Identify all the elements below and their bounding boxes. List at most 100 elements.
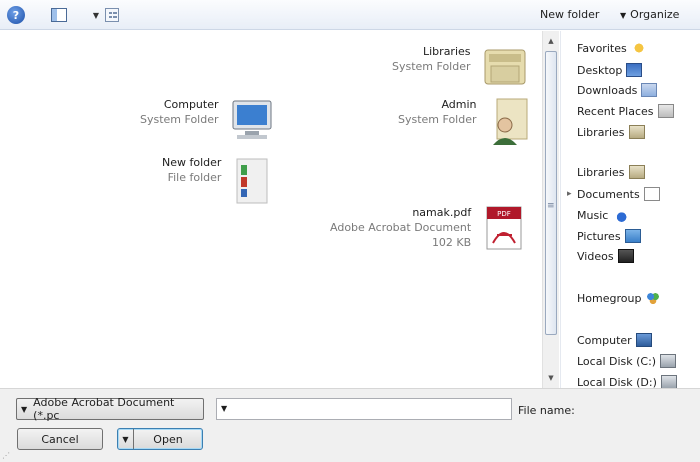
nav-label: Local Disk (C:)	[577, 354, 657, 368]
expand-icon[interactable]: ▸	[567, 189, 572, 199]
resize-grip-icon[interactable]: ⋰	[2, 451, 10, 460]
file-item-text: Libraries System Folder	[392, 44, 471, 74]
nav-homegroup[interactable]: Homegroup	[567, 289, 662, 307]
nav-label: Homegroup	[577, 291, 642, 305]
recent-places-icon	[657, 104, 674, 118]
file-item-type: System Folder	[398, 113, 477, 126]
open-label: Open	[153, 432, 183, 446]
chevron-down-icon: ▼	[21, 404, 28, 414]
downloads-icon	[641, 83, 658, 97]
pdf-icon: PDF	[486, 206, 522, 250]
file-item-text: Computer System Folder	[140, 97, 219, 127]
change-view-button[interactable]: ▼	[84, 5, 128, 25]
file-item-computer[interactable]: Computer System Folder	[140, 97, 277, 145]
open-dropdown-icon[interactable]: ▼	[118, 429, 134, 449]
file-item-size: 102 KB	[431, 236, 472, 249]
homegroup-icon	[645, 291, 662, 305]
star-icon	[630, 41, 647, 55]
file-name-input[interactable]: ▼	[216, 398, 512, 420]
disk-icon	[660, 375, 677, 389]
nav-label: Desktop	[577, 63, 623, 77]
nav-recent-places[interactable]: Recent Places	[567, 102, 674, 120]
file-item-type: System Folder	[392, 60, 471, 73]
nav-label: Downloads	[577, 83, 638, 97]
file-list: Libraries System Folder Computer System …	[0, 31, 540, 388]
nav-label: Local Disk (D:)	[577, 375, 657, 389]
chevron-down-icon: ▼	[92, 10, 100, 20]
documents-icon	[643, 187, 660, 201]
file-type-select[interactable]: ▼ Adobe Acrobat Document (*.pc	[16, 396, 204, 422]
videos-icon	[617, 249, 634, 263]
file-item-name: Admin	[441, 98, 477, 111]
toolbar: ? ▼ New folder ▼Organize	[0, 0, 700, 30]
computer-icon	[232, 100, 272, 139]
pictures-icon	[624, 229, 641, 243]
user-folder-icon	[492, 98, 528, 145]
file-item-name: New folder	[162, 156, 222, 169]
nav-label: Music	[577, 208, 609, 222]
file-item-type: Adobe Acrobat Document	[330, 221, 472, 234]
nav-libraries[interactable]: Libraries	[567, 163, 645, 181]
file-item-namak-pdf[interactable]: namak.pdf Adobe Acrobat Document 102 KB …	[330, 205, 525, 251]
nav-desktop[interactable]: Desktop	[567, 61, 643, 79]
nav-label: Computer	[577, 333, 632, 347]
nav-label: Favorites	[577, 41, 627, 55]
nav-label: Libraries	[577, 125, 625, 139]
nav-computer[interactable]: Computer	[567, 331, 652, 349]
new-folder-button[interactable]: New folder	[540, 8, 600, 21]
nav-pictures[interactable]: Pictures	[567, 227, 641, 245]
file-type-value: Adobe Acrobat Document (*.pc	[33, 396, 175, 422]
music-icon	[612, 208, 629, 222]
views-icon	[105, 8, 120, 22]
chevron-down-icon: ▼	[620, 11, 627, 20]
nav-local-disk-c[interactable]: Local Disk (C:)	[567, 352, 677, 370]
desktop-icon	[626, 63, 643, 77]
computer-icon	[635, 333, 652, 347]
file-item-libraries[interactable]: Libraries System Folder	[392, 44, 529, 92]
file-item-type: System Folder	[140, 113, 219, 126]
file-item-text: Admin System Folder	[398, 97, 477, 127]
nav-documents[interactable]: ▸ Documents	[567, 185, 660, 203]
file-item-text: New folder File folder	[162, 155, 221, 185]
open-button[interactable]: ▼ Open	[117, 428, 203, 450]
preview-pane-icon	[51, 8, 67, 22]
nav-downloads[interactable]: Downloads	[567, 81, 658, 99]
preview-pane-button[interactable]	[48, 5, 70, 25]
libraries-icon	[628, 125, 645, 139]
organize-label: Organize	[630, 8, 680, 21]
file-item-name: Libraries	[423, 45, 471, 58]
disk-icon	[660, 354, 677, 368]
vertical-scrollbar[interactable]: ▲ ≡ ▼	[542, 31, 559, 388]
svg-text:PDF: PDF	[497, 210, 511, 218]
scrollbar-thumb[interactable]	[545, 51, 557, 335]
file-item-name: namak.pdf	[412, 206, 472, 219]
nav-label: Pictures	[577, 229, 621, 243]
nav-music[interactable]: Music	[567, 206, 629, 224]
chevron-down-icon[interactable]: ▼	[221, 404, 228, 413]
nav-label: Videos	[577, 249, 614, 263]
navigation-pane: Favorites Desktop Downloads Recent Place…	[560, 31, 700, 389]
file-item-text: namak.pdf Adobe Acrobat Document 102 KB	[330, 205, 471, 250]
scroll-up-icon[interactable]: ▲	[548, 37, 554, 45]
file-item-type: File folder	[167, 171, 222, 184]
nav-label: Libraries	[577, 165, 625, 179]
libraries-icon	[628, 165, 645, 179]
nav-videos[interactable]: Videos	[567, 247, 634, 265]
libraries-folder-icon	[484, 49, 526, 85]
dialog-footer: File name: ▼ ▼ Adobe Acrobat Document (*…	[0, 388, 700, 462]
scroll-down-icon[interactable]: ▼	[548, 374, 554, 382]
file-item-new-folder[interactable]: New folder File folder	[162, 155, 279, 207]
cancel-button[interactable]: Cancel	[17, 428, 103, 450]
nav-libraries-favorite[interactable]: Libraries	[567, 123, 645, 141]
help-icon: ?	[7, 6, 25, 24]
help-button[interactable]: ?	[6, 5, 26, 25]
file-item-admin[interactable]: Admin System Folder	[398, 97, 535, 149]
file-name-label: File name:	[518, 404, 575, 417]
nav-favorites[interactable]: Favorites	[567, 39, 647, 57]
nav-label: Documents	[577, 187, 640, 201]
file-item-name: Computer	[163, 98, 219, 111]
folder-icon	[236, 158, 268, 204]
nav-label: Recent Places	[577, 104, 654, 118]
scrollbar-grip-icon: ≡	[547, 201, 555, 211]
organize-button[interactable]: ▼Organize	[620, 8, 679, 21]
